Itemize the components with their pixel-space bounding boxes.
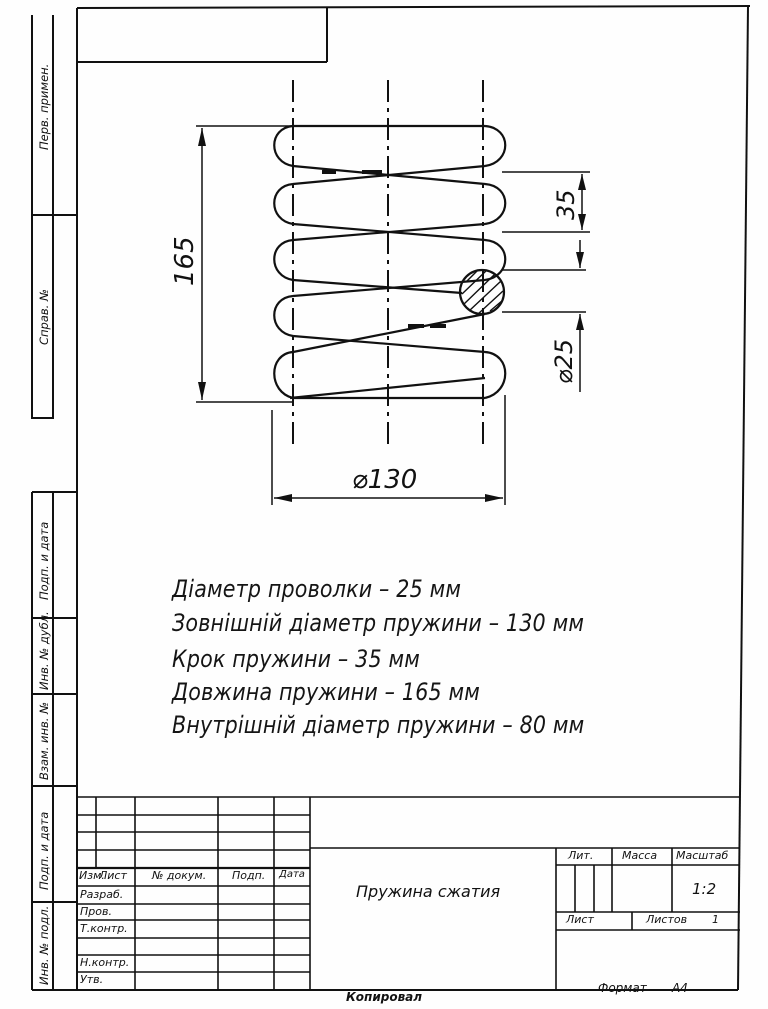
tb-listov: Листов <box>646 913 688 926</box>
margin-inv-podl: Инв. № подл. <box>37 906 51 985</box>
tb-col-list: Лист <box>99 869 127 882</box>
coil-left-arc-2 <box>273 182 294 226</box>
frame-top-line <box>76 5 751 9</box>
footer-format-value: A4 <box>672 981 688 995</box>
coil-right-arc-3 <box>484 238 507 282</box>
tb-list: Лист <box>566 913 594 926</box>
center-lines <box>292 80 484 450</box>
margin-labels: Перв. примен. Справ. № Подп. и дата Инв.… <box>37 64 51 985</box>
spec-inner-diameter: Внутрішній діаметр пружини – 80 мм <box>172 711 585 739</box>
frame-right-line <box>737 5 749 991</box>
title-block-grid <box>77 796 740 990</box>
tb-col-podp: Подп. <box>232 869 266 882</box>
spring-drawing <box>273 124 507 400</box>
coil-front-3 <box>292 278 463 295</box>
dim-25-label: ⌀25 <box>550 339 578 384</box>
margin-upper-strip <box>31 15 54 419</box>
tb-row-nkontr: Н.контр. <box>80 956 130 969</box>
tb-lit: Лит. <box>568 849 594 862</box>
margin-podp-data-1: Подп. и дата <box>37 522 51 600</box>
tb-designation: Пружина сжатия <box>356 882 501 901</box>
dim-165-label: 165 <box>170 236 200 286</box>
tb-col-data: Дата <box>279 869 305 880</box>
coil-left-arc-1 <box>273 124 294 168</box>
dimension-lines <box>196 125 590 505</box>
margin-podp-data-2: Подп. и дата <box>37 812 51 890</box>
coil-right-arc-5 <box>484 350 507 400</box>
tb-scale-value: 1:2 <box>692 880 717 898</box>
coil-front-4 <box>292 334 486 354</box>
margin-vzam-inv: Взам. инв. № <box>37 702 51 780</box>
spec-length: Довжина пружини – 165 мм <box>172 678 481 706</box>
coil-back-4 <box>292 312 486 354</box>
dimension-arrows <box>198 128 586 502</box>
coil-right-arc-2 <box>484 182 507 226</box>
margin-perv-primen: Перв. примен. <box>37 64 51 150</box>
coil-left-arc-5 <box>273 350 294 400</box>
spec-pitch: Крок пружини – 35 мм <box>172 645 420 673</box>
coil-right-arc-1 <box>484 124 507 168</box>
margin-sprav-no: Справ. № <box>37 289 51 345</box>
coil-left-arc-4 <box>273 294 294 338</box>
tb-row-utv: Утв. <box>80 973 104 986</box>
hidden-marks <box>322 170 446 328</box>
tb-col-dokum: № докум. <box>152 869 207 882</box>
footer-format: Формат <box>598 981 647 995</box>
tb-col-izm: Изм. <box>79 869 105 882</box>
tb-listov-value: 1 <box>712 913 719 926</box>
coil-left-arc-3 <box>273 238 294 282</box>
margin-inv-dubl: Инв. № дубл. <box>37 611 51 690</box>
dim-35-label: 35 <box>552 189 580 220</box>
spec-outer-diameter: Зовнішній діаметр пружини – 130 мм <box>172 609 585 637</box>
footer-kopiroval: Копировал <box>346 990 423 1004</box>
spec-wire-diameter: Діаметр проволки – 25 мм <box>172 575 462 603</box>
tb-row-tkontr: Т.контр. <box>80 922 128 935</box>
tb-masshtab: Масштаб <box>676 849 729 862</box>
tb-row-prov: Пров. <box>80 905 112 918</box>
dim-130-label: ⌀130 <box>352 465 417 495</box>
tb-row-razrab: Разраб. <box>80 888 124 901</box>
tb-massa: Масса <box>622 849 658 862</box>
